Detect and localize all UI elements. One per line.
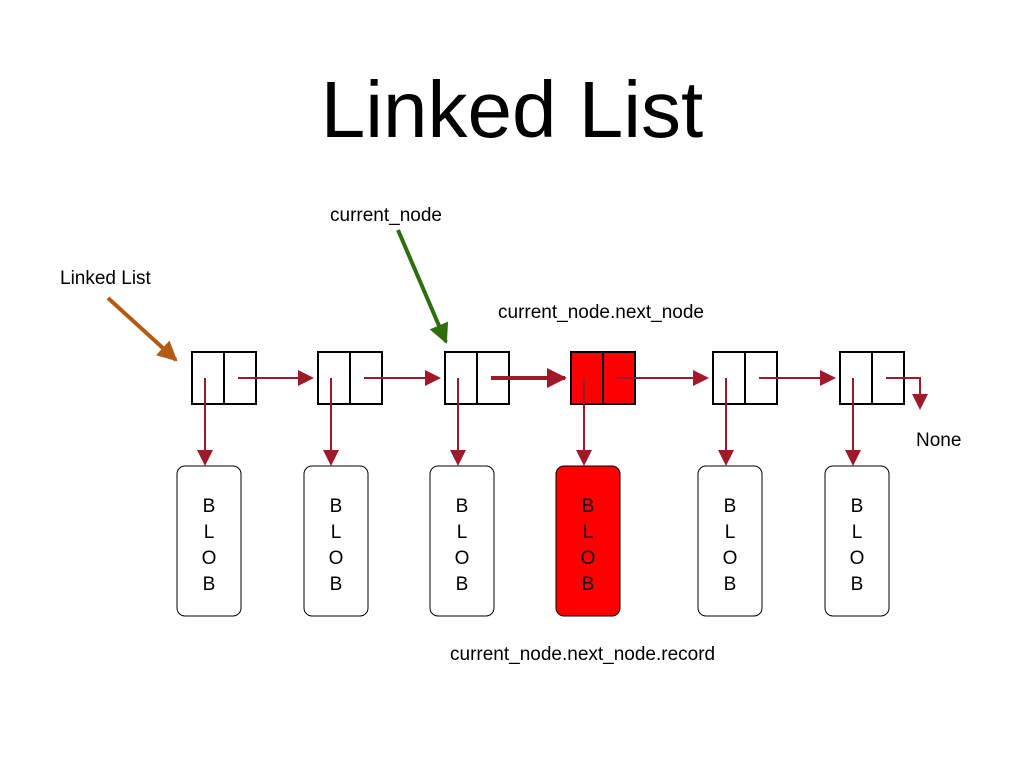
blob-letter: O	[723, 548, 738, 569]
blob-letter: O	[202, 548, 217, 569]
blob-box-1	[176, 465, 242, 617]
linked-list-label: Linked List	[60, 268, 152, 289]
blob-letter: B	[582, 496, 595, 517]
linked-list-arrow	[106, 296, 178, 362]
blob-letter: B	[724, 496, 737, 517]
blob-box-6	[824, 465, 890, 617]
blob-letter: B	[851, 496, 864, 517]
blob-letter: B	[851, 574, 864, 595]
blob-letter: L	[583, 522, 594, 543]
blob-letter: O	[850, 548, 865, 569]
blob-letter: O	[581, 548, 596, 569]
blob-letter: B	[330, 496, 343, 517]
blob-letter: B	[456, 574, 469, 595]
blob-letter: L	[204, 522, 215, 543]
current-node-label: current_node	[330, 205, 442, 226]
blob-letter: B	[724, 574, 737, 595]
record-label: current_node.next_node.record	[450, 644, 715, 665]
blob-letter: B	[203, 574, 216, 595]
blob-letter: B	[456, 496, 469, 517]
current-node-arrow	[396, 229, 449, 344]
blob-box-2	[303, 465, 369, 617]
blob-letter: L	[852, 522, 863, 543]
blob-letter: B	[330, 574, 343, 595]
blob-letter: B	[582, 574, 595, 595]
blob-box-3	[429, 465, 495, 617]
slide-title: Linked List	[320, 65, 704, 154]
blob-box-4	[555, 465, 621, 617]
blob-letter: B	[203, 496, 216, 517]
none-label: None	[916, 430, 961, 451]
blob-box-5	[697, 465, 763, 617]
nodes-layer	[191, 351, 905, 405]
blob-letter: L	[331, 522, 342, 543]
blob-letter: L	[725, 522, 736, 543]
blob-letter: L	[457, 522, 468, 543]
links-layer	[197, 368, 928, 466]
next-node-label: current_node.next_node	[498, 302, 704, 323]
blob-letter: O	[329, 548, 344, 569]
next-pointer-none	[886, 377, 928, 410]
blob-letter: O	[455, 548, 470, 569]
